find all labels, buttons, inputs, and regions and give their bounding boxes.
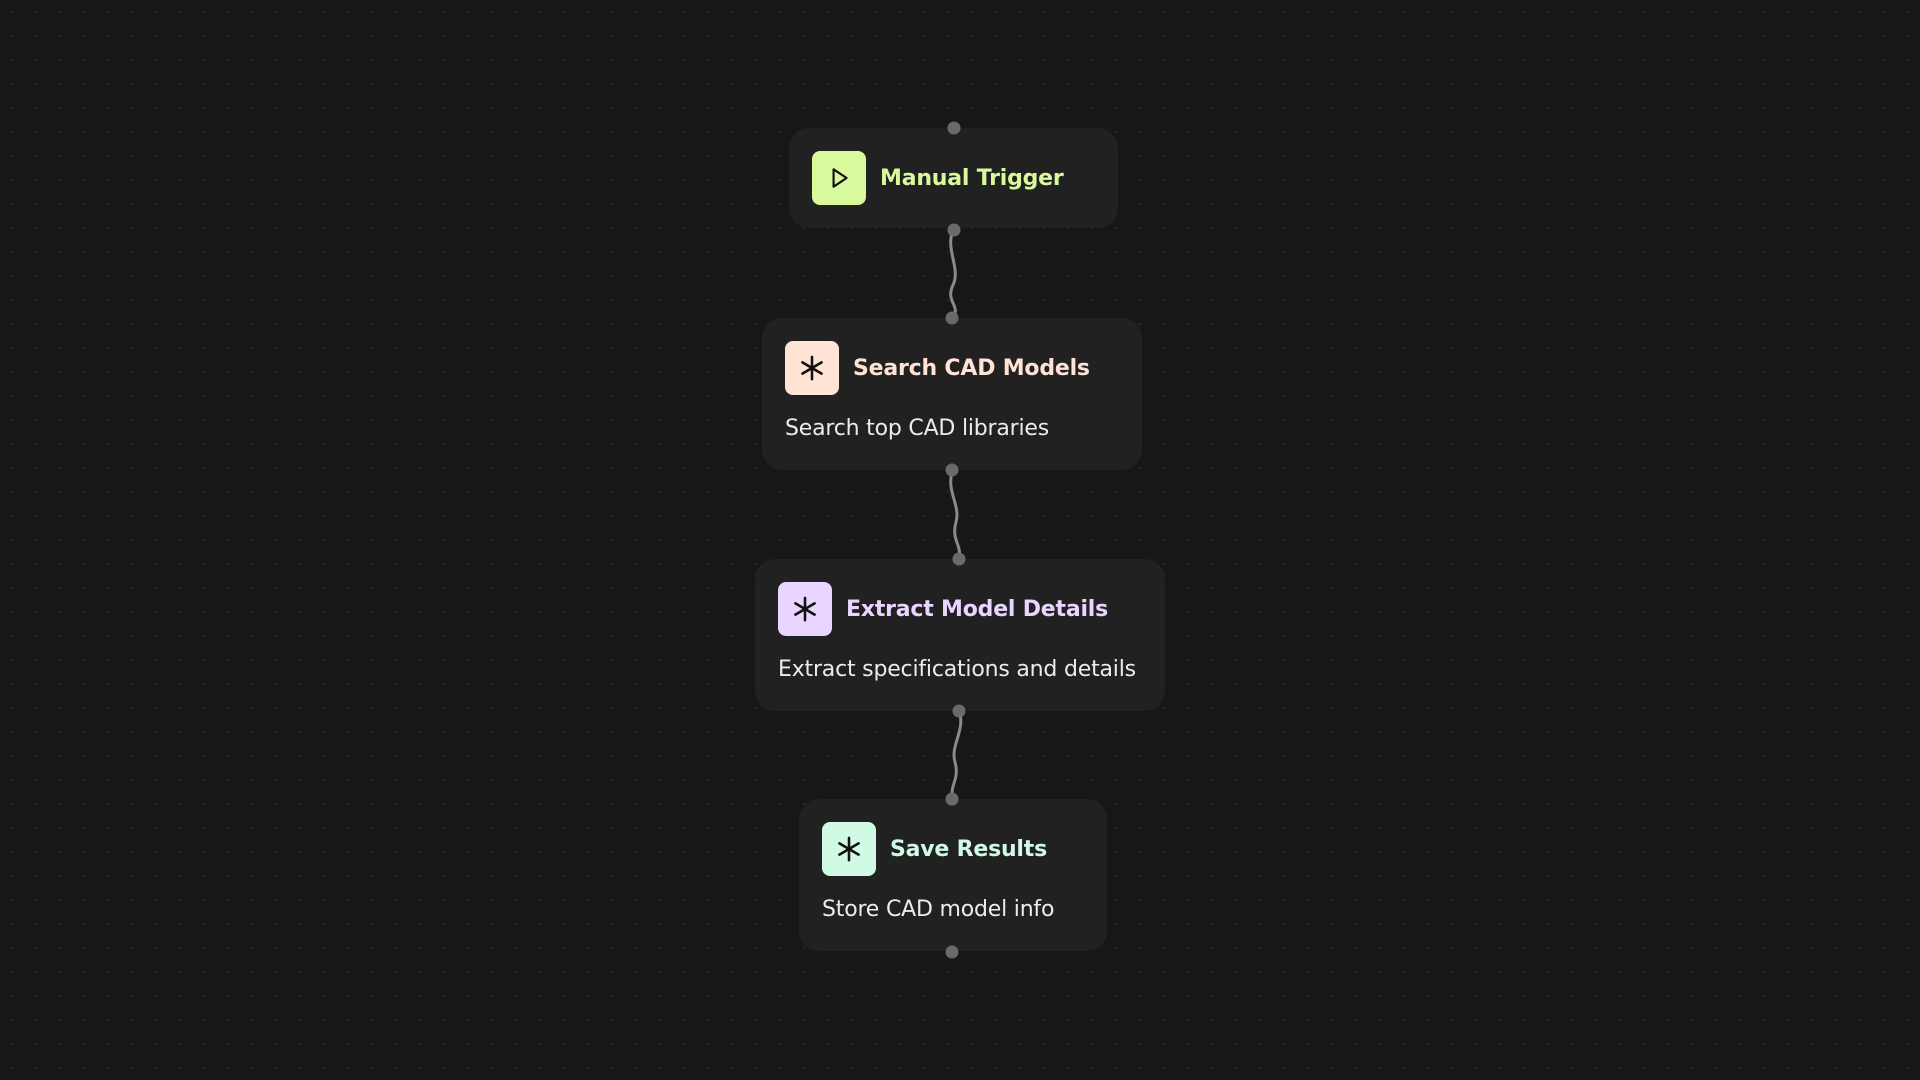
output-handle-search-cad-models[interactable] [945, 463, 959, 477]
node-header: Search CAD Models [785, 341, 1090, 395]
node-description: Store CAD model info [822, 897, 1055, 922]
edge-search-to-extract [949, 468, 962, 560]
node-save-results[interactable]: Save Results Store CAD model info [799, 799, 1107, 951]
input-handle-search-cad-models[interactable] [945, 311, 959, 325]
node-title: Search CAD Models [853, 355, 1090, 381]
input-handle-manual-trigger[interactable] [947, 121, 961, 135]
output-handle-save-results[interactable] [945, 945, 959, 959]
node-search-cad-models[interactable]: Search CAD Models Search top CAD librari… [762, 318, 1142, 470]
play-icon [832, 168, 848, 188]
node-extract-model-details[interactable]: Extract Model Details Extract specificat… [755, 559, 1165, 711]
output-handle-manual-trigger[interactable] [947, 223, 961, 237]
asterisk-icon [801, 355, 823, 381]
node-header: Save Results [822, 822, 1047, 876]
node-icon-box [812, 151, 866, 205]
node-title: Manual Trigger [880, 165, 1064, 191]
asterisk-icon [794, 596, 816, 622]
edge-trigger-to-search [949, 228, 957, 320]
node-description: Extract specifications and details [778, 657, 1136, 682]
node-header: Extract Model Details [778, 582, 1108, 636]
output-handle-extract-model-details[interactable] [952, 704, 966, 718]
edge-extract-to-save [950, 709, 963, 801]
node-header: Manual Trigger [812, 151, 1064, 205]
input-handle-extract-model-details[interactable] [952, 552, 966, 566]
node-icon-box [822, 822, 876, 876]
node-icon-box [785, 341, 839, 395]
node-manual-trigger[interactable]: Manual Trigger [789, 128, 1118, 228]
asterisk-icon [838, 836, 860, 862]
node-title: Extract Model Details [846, 596, 1109, 622]
node-icon-box [778, 582, 832, 636]
node-title: Save Results [890, 836, 1047, 862]
node-description: Search top CAD libraries [785, 416, 1050, 441]
input-handle-save-results[interactable] [945, 792, 959, 806]
